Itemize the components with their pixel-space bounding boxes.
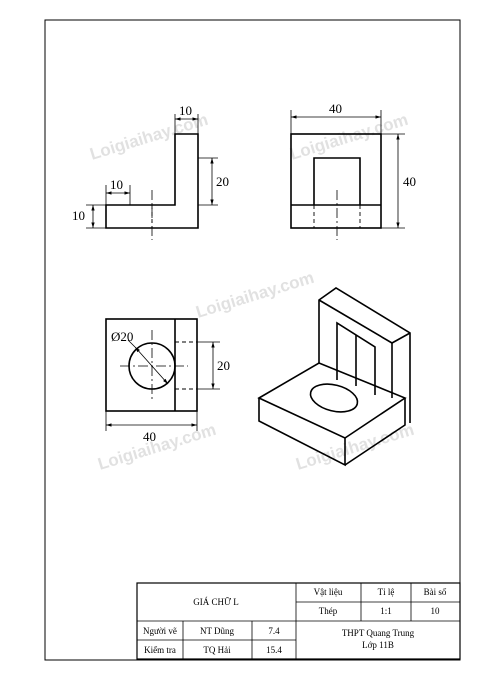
drawn-by-label: Người vẽ xyxy=(143,626,177,636)
side-view: 40 40 xyxy=(290,101,416,240)
dim-front-top-width: 10 xyxy=(179,103,192,118)
material-value: Thép xyxy=(319,606,338,616)
title-block: GIÁ CHỮ L Vật liệu Tỉ lệ Bài số Thép 1:1… xyxy=(136,582,461,660)
dim-front-base-width: 10 xyxy=(110,177,123,192)
front-view: 10 20 10 10 xyxy=(72,103,229,240)
scale-value: 1:1 xyxy=(380,606,392,616)
part-name: GIÁ CHỮ L xyxy=(193,597,238,607)
checked-by-label: Kiểm tra xyxy=(144,645,176,655)
checked-by-name: TQ Hải xyxy=(203,645,231,655)
isometric-view xyxy=(257,287,411,467)
watermarks: Loigiaihay.com Loigiaihay.com Loigiaihay… xyxy=(88,110,417,474)
school-name: THPT Quang Trung xyxy=(342,628,415,638)
watermark: Loigiaihay.com xyxy=(288,110,411,164)
dim-front-height: 20 xyxy=(216,174,229,189)
dim-top-width: 40 xyxy=(143,429,156,444)
class-name: Lớp 11B xyxy=(362,640,394,650)
dim-top-slot: 20 xyxy=(217,358,230,373)
top-view: Ø20 20 40 xyxy=(105,318,230,444)
dim-front-base-height: 10 xyxy=(72,208,85,223)
material-header: Vật liệu xyxy=(314,587,343,597)
dim-side-width: 40 xyxy=(329,101,342,116)
watermark: Loigiaihay.com xyxy=(294,420,417,474)
drawn-by-name: NT Dũng xyxy=(200,626,235,636)
sheet-header: Bài số xyxy=(424,587,447,597)
checked-by-date: 15.4 xyxy=(266,645,282,655)
watermark: Loigiaihay.com xyxy=(194,268,317,322)
scale-header: Tỉ lệ xyxy=(378,587,395,597)
sheet-value: 10 xyxy=(431,606,441,616)
drawn-by-date: 7.4 xyxy=(268,626,280,636)
dim-side-height: 40 xyxy=(403,174,416,189)
watermark: Loigiaihay.com xyxy=(96,420,219,474)
sheet-border xyxy=(44,19,461,661)
dim-top-hole: Ø20 xyxy=(111,329,133,344)
